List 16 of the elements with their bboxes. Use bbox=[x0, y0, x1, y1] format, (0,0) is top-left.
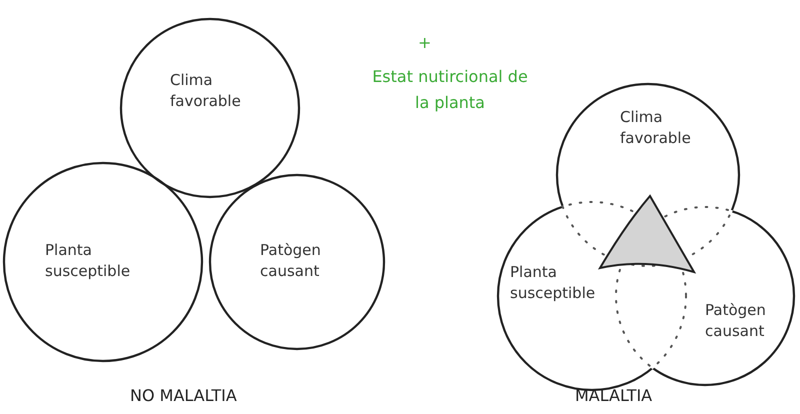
caption-text: MALALTIA bbox=[575, 386, 652, 405]
circle-label: Planta susceptible bbox=[510, 262, 596, 304]
note-text: Estat nutircional de la planta bbox=[371, 66, 529, 114]
circle-label: Patògen causant bbox=[260, 240, 322, 282]
circle bbox=[556, 83, 740, 267]
circle bbox=[209, 174, 385, 350]
circle-label: Planta susceptible bbox=[45, 240, 132, 282]
circle bbox=[120, 18, 300, 198]
plus-sign: + bbox=[418, 33, 432, 52]
circle bbox=[3, 162, 203, 362]
caption-text: NO MALALTIA bbox=[130, 386, 237, 405]
circle-label: Patògen causant bbox=[705, 300, 767, 342]
circle-label: Clima favorable bbox=[620, 107, 692, 149]
circle bbox=[615, 206, 795, 386]
shaded-overlap-region bbox=[596, 194, 698, 276]
circle-label: Clima favorable bbox=[170, 70, 242, 112]
